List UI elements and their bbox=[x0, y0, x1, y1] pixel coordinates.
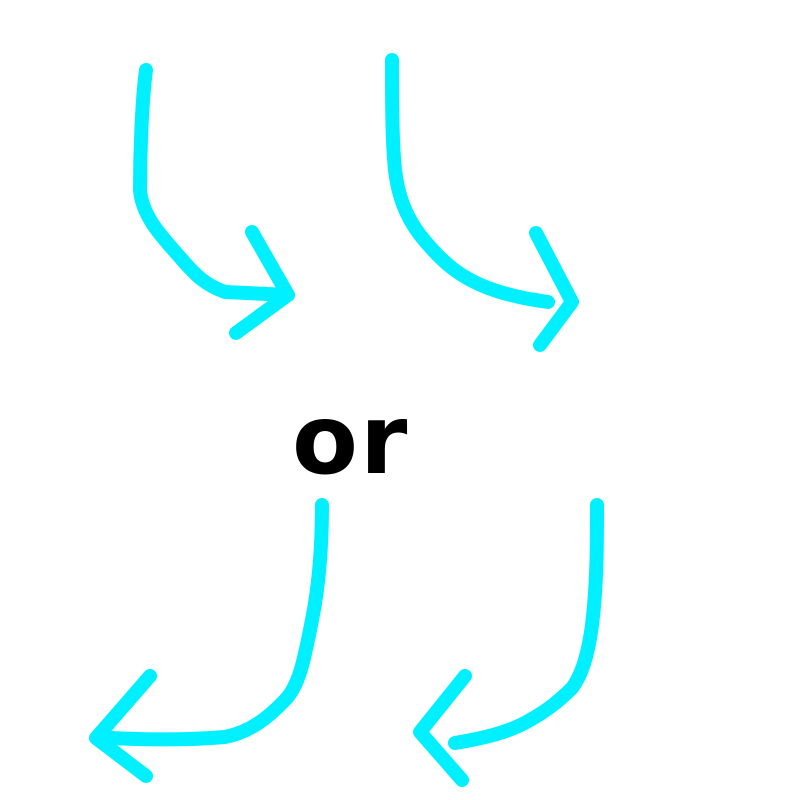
arrow-shaft-bottom-left bbox=[105, 498, 329, 747]
curved-arrow-down-right-icon bbox=[385, 53, 579, 352]
arrow-head-top-right bbox=[529, 226, 579, 352]
arrow-shaft-top-right bbox=[385, 53, 555, 309]
curved-arrow-down-left-icon bbox=[89, 498, 329, 783]
arrow-head-bottom-right bbox=[413, 669, 472, 787]
curved-arrow-down-right-icon bbox=[133, 63, 295, 340]
arrow-head-bottom-left bbox=[89, 669, 157, 783]
or-label: or bbox=[292, 384, 410, 496]
curved-arrow-down-left-icon bbox=[413, 498, 604, 787]
arrow-head-top-left bbox=[229, 225, 295, 340]
arrow-shaft-bottom-right bbox=[448, 498, 604, 750]
arrow-shaft-top-left bbox=[133, 63, 295, 302]
